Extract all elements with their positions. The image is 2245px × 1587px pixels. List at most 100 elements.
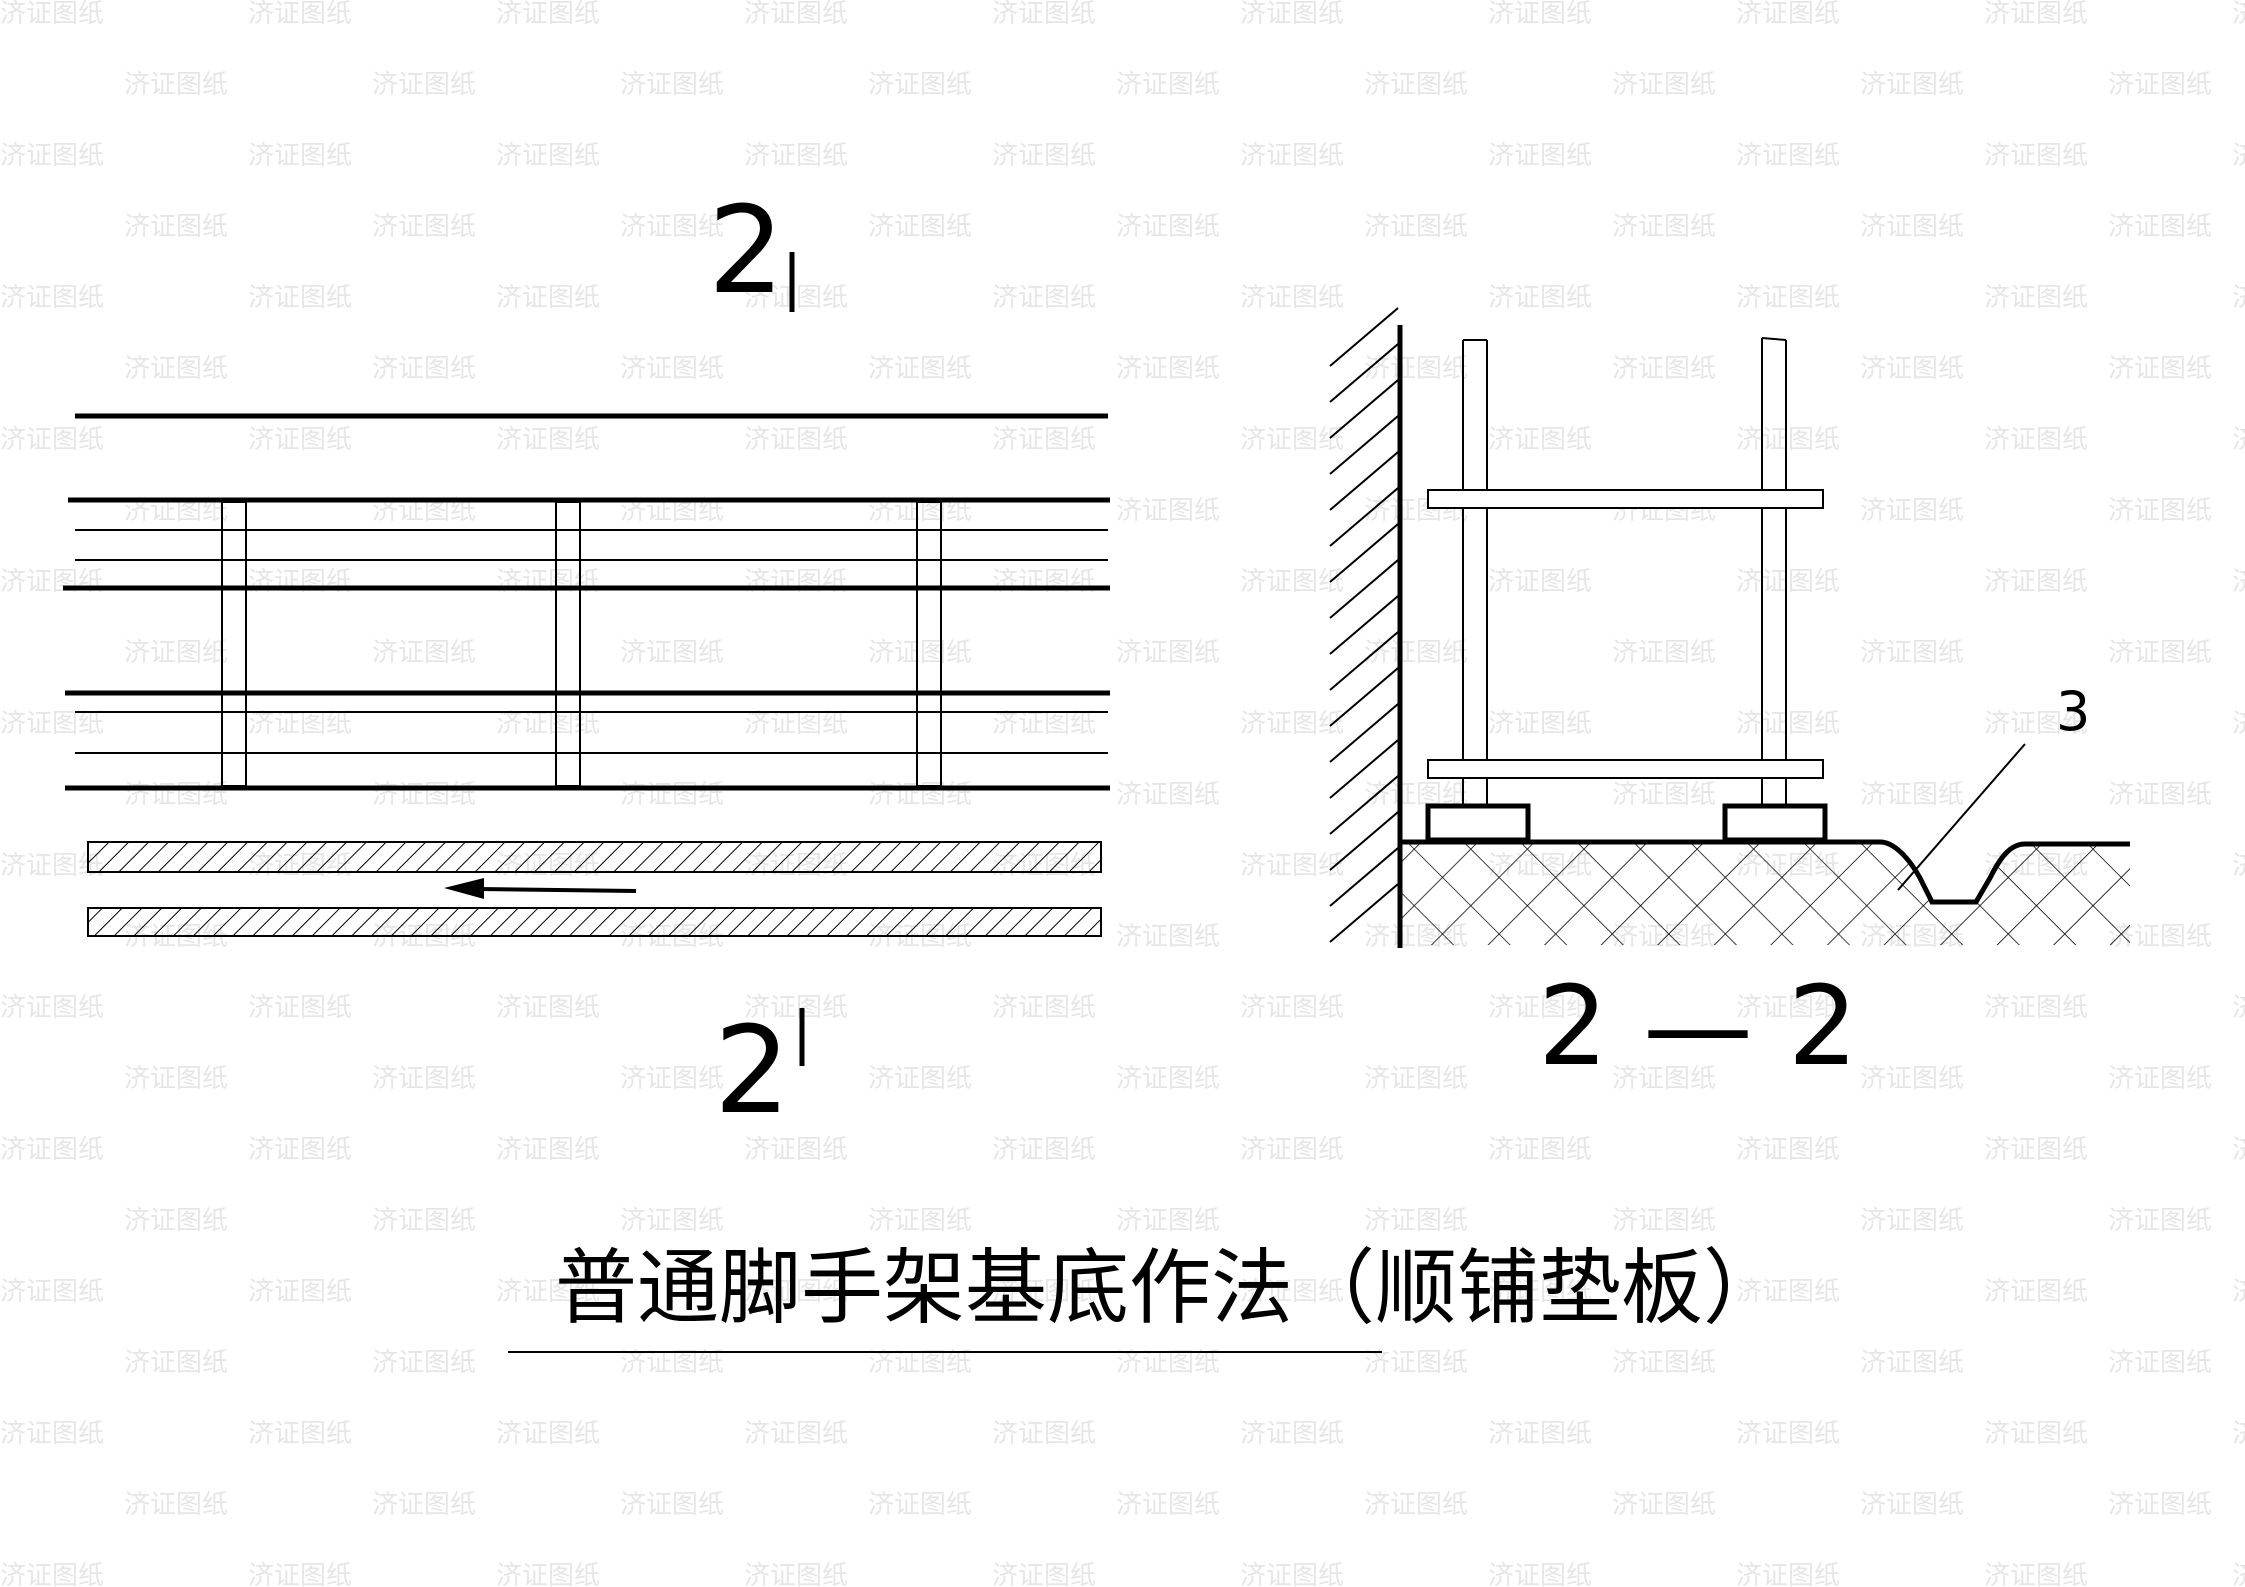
watermark-text: 济证图纸 — [2108, 1348, 2212, 1378]
watermark-text: 济证图纸 — [372, 354, 476, 384]
watermark-text: 济证图纸 — [1488, 0, 1592, 29]
watermark-text: 济证图纸 — [1240, 1419, 1344, 1449]
watermark-text: 济证图纸 — [2232, 283, 2245, 313]
watermark-text: 济证图纸 — [1612, 1206, 1716, 1236]
watermark-text: 济证图纸 — [248, 993, 352, 1023]
watermark-text: 济证图纸 — [124, 1064, 228, 1094]
watermark-text: 济证图纸 — [744, 141, 848, 171]
watermark-text: 济证图纸 — [992, 1561, 1096, 1587]
watermark-text: 济证图纸 — [1116, 496, 1220, 526]
watermark-text: 济证图纸 — [496, 425, 600, 455]
watermark-text: 济证图纸 — [1860, 212, 1964, 242]
watermark-text: 济证图纸 — [248, 1561, 352, 1587]
watermark-text: 济证图纸 — [2232, 567, 2245, 597]
section-label: 2 — 2 — [1538, 962, 1858, 1090]
watermark-text: 济证图纸 — [992, 1277, 1096, 1307]
watermark-text: 济证图纸 — [2108, 638, 2212, 668]
watermark-text: 济证图纸 — [1984, 425, 2088, 455]
watermark-text: 济证图纸 — [1736, 283, 1840, 313]
watermark-text: 济证图纸 — [1736, 709, 1840, 739]
watermark-text: 济证图纸 — [496, 1135, 600, 1165]
watermark-text: 济证图纸 — [124, 70, 228, 100]
thin-lines — [75, 529, 1108, 754]
watermark-text: 济证图纸 — [1736, 425, 1840, 455]
watermark-text: 济证图纸 — [2108, 496, 2212, 526]
watermark-text: 济证图纸 — [1612, 780, 1716, 810]
watermark-text: 济证图纸 — [1984, 1135, 2088, 1165]
watermark-text: 济证图纸 — [496, 1277, 600, 1307]
watermark-text: 济证图纸 — [1488, 1419, 1592, 1449]
watermark-text: 济证图纸 — [744, 1561, 848, 1587]
watermark-text: 济证图纸 — [2232, 1561, 2245, 1587]
watermark-text: 济证图纸 — [868, 780, 972, 810]
watermark-text: 济证图纸 — [496, 0, 600, 29]
wall-hatch-stroke — [1329, 343, 1399, 403]
watermark-text: 济证图纸 — [1860, 1064, 1964, 1094]
watermark-text: 济证图纸 — [868, 70, 972, 100]
watermark-text: 济证图纸 — [1612, 638, 1716, 668]
watermark-text: 济证图纸 — [1612, 354, 1716, 384]
watermark-text: 济证图纸 — [868, 1490, 972, 1520]
watermark-text: 济证图纸 — [1984, 0, 2088, 29]
watermark-text: 济证图纸 — [992, 993, 1096, 1023]
watermark-text: 济证图纸 — [1736, 1135, 1840, 1165]
watermark-text: 济证图纸 — [868, 212, 972, 242]
watermark-text: 济证图纸 — [1736, 141, 1840, 171]
wall-hatch-stroke — [1329, 379, 1399, 439]
watermark-text: 济证图纸 — [1984, 1277, 2088, 1307]
watermark-text: 济证图纸 — [1984, 283, 2088, 313]
watermark-text: 济证图纸 — [1488, 283, 1592, 313]
wall-hatch-stroke — [1329, 307, 1399, 367]
watermark-text: 济证图纸 — [1984, 567, 2088, 597]
watermark-text: 济证图纸 — [1612, 1490, 1716, 1520]
watermark-text: 济证图纸 — [1984, 141, 2088, 171]
watermark-text: 济证图纸 — [372, 1348, 476, 1378]
wall-hatch-stroke — [1329, 487, 1399, 547]
watermark-text: 济证图纸 — [1736, 567, 1840, 597]
wall-hatch-stroke — [1329, 811, 1399, 871]
watermark-text: 济证图纸 — [1240, 283, 1344, 313]
watermark-text: 济证图纸 — [124, 354, 228, 384]
watermark-text: 济证图纸 — [248, 567, 352, 597]
watermark-text: 济证图纸 — [992, 1419, 1096, 1449]
watermark-text: 济证图纸 — [1860, 1490, 1964, 1520]
watermark-text: 济证图纸 — [1240, 1135, 1344, 1165]
watermark-text: 济证图纸 — [1116, 212, 1220, 242]
watermark-text: 济证图纸 — [744, 567, 848, 597]
watermark-text: 济证图纸 — [248, 1277, 352, 1307]
hatched-board-lower — [87, 907, 1102, 937]
watermark-text: 济证图纸 — [0, 425, 104, 455]
watermark-text: 济证图纸 — [2108, 1064, 2212, 1094]
watermark-text: 济证图纸 — [1488, 141, 1592, 171]
watermark-text: 济证图纸 — [1116, 1206, 1220, 1236]
watermark-text: 济证图纸 — [1240, 709, 1344, 739]
watermark-text: 济证图纸 — [1488, 567, 1592, 597]
watermark-text: 济证图纸 — [1860, 70, 1964, 100]
watermark-text: 济证图纸 — [1736, 1419, 1840, 1449]
wall-hatch-stroke — [1329, 667, 1399, 727]
scaffold-transoms — [1427, 489, 1824, 779]
watermark-text: 济证图纸 — [2232, 709, 2245, 739]
wall-hatch-stroke — [1329, 883, 1399, 943]
plan-posts — [221, 501, 942, 787]
watermark-text: 济证图纸 — [1984, 709, 2088, 739]
watermark-text: 济证图纸 — [620, 212, 724, 242]
watermark-text: 济证图纸 — [620, 70, 724, 100]
watermark-text: 济证图纸 — [992, 1135, 1096, 1165]
watermark-text: 济证图纸 — [1488, 993, 1592, 1023]
watermark-text: 济证图纸 — [1116, 70, 1220, 100]
watermark-text: 济证图纸 — [620, 1064, 724, 1094]
watermark-text: 济证图纸 — [2108, 780, 2212, 810]
wall-hatch-stroke — [1329, 559, 1399, 619]
watermark-text: 济证图纸 — [744, 283, 848, 313]
watermark-text: 济证图纸 — [124, 1490, 228, 1520]
watermark-text: 济证图纸 — [248, 709, 352, 739]
wall-hatch-stroke — [1329, 631, 1399, 691]
watermark-text: 济证图纸 — [744, 993, 848, 1023]
wall-hatch-stroke — [1329, 415, 1399, 475]
callout-leader — [1897, 743, 2026, 891]
watermark-text: 济证图纸 — [1364, 70, 1468, 100]
watermark-text: 济证图纸 — [1364, 1490, 1468, 1520]
watermark-text: 济证图纸 — [744, 1419, 848, 1449]
watermark-text: 济证图纸 — [124, 1348, 228, 1378]
